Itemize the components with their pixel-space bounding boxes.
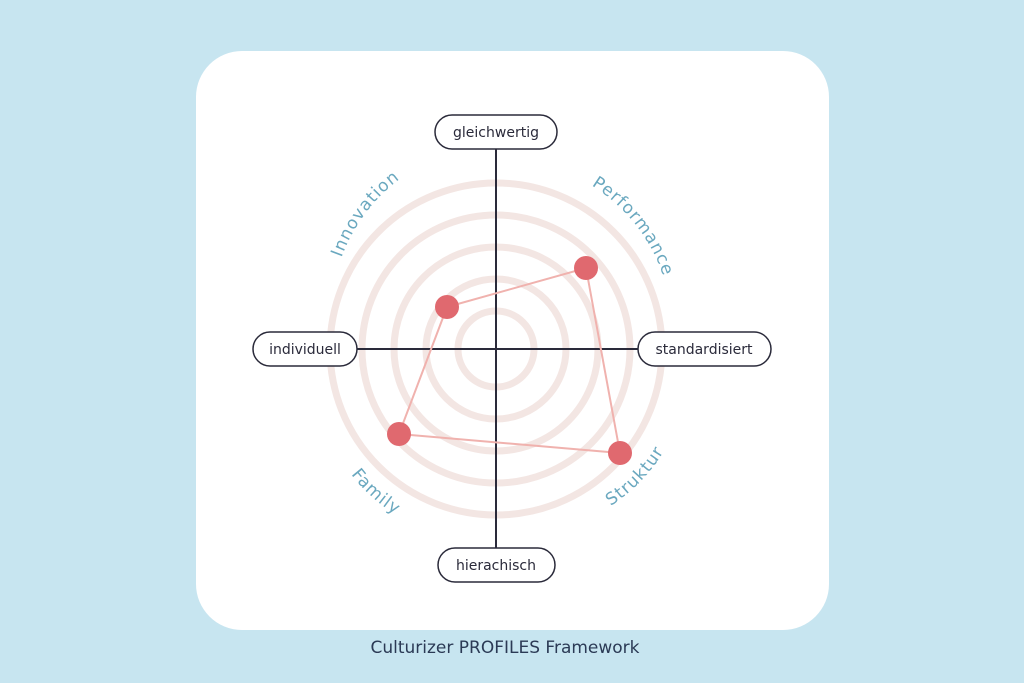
profile-point-family [387,422,411,446]
axis-label-top-text: gleichwertig [453,125,539,141]
profile-point-performance [574,256,598,280]
profile-point-innovation [435,295,459,319]
axis-label-left-text: individuell [269,342,341,358]
diagram-caption: Culturizer PROFILES Framework [370,638,640,658]
profile-point-struktur [608,441,632,465]
axis-label-bottom: hierachisch [437,547,556,583]
axis-label-right-text: standardisiert [655,342,753,358]
quadrant-label-family: Family [347,465,404,519]
axis-label-top: gleichwertig [434,114,558,150]
axis-label-bottom-text: hierachisch [456,558,536,574]
axis-label-right: standardisiert [637,331,772,367]
axis-label-left: individuell [252,331,358,367]
